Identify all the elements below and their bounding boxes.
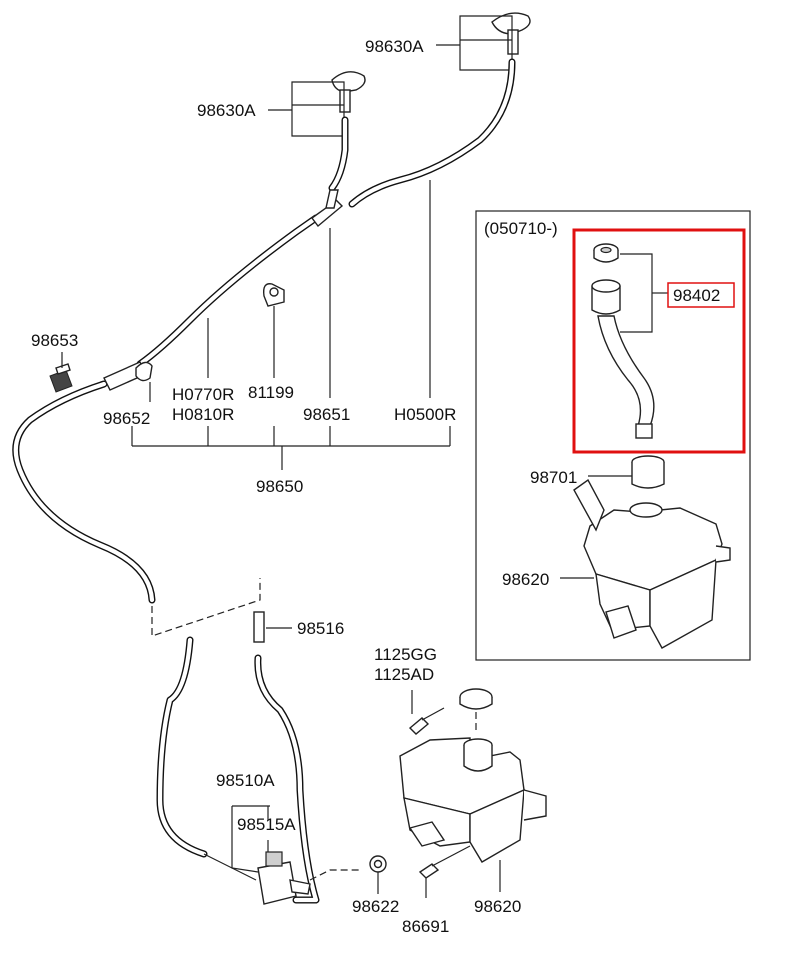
label-clip: 81199 [248, 383, 294, 402]
label-pump-seal: 98515A [237, 815, 296, 834]
inset-seal-part[interactable] [631, 455, 665, 489]
reservoir-cap-part[interactable] [459, 688, 493, 710]
label-nozzle-right: 98630A [365, 37, 424, 56]
check-valve-part[interactable] [103, 361, 153, 391]
label-inset-date: (050710-) [484, 219, 558, 238]
label-nozzle-left: 98630A [197, 101, 256, 120]
label-hose-assy: 98650 [256, 477, 303, 496]
grommet-part[interactable] [369, 855, 387, 873]
lower-hoses [156, 636, 320, 904]
screw-part[interactable] [418, 845, 471, 879]
joint-part[interactable] [253, 611, 265, 643]
label-reservoir-main: 98620 [474, 897, 521, 916]
label-hose-r2: H0810R [172, 405, 234, 424]
bolt-part[interactable] [408, 707, 445, 735]
y-joint[interactable] [311, 189, 344, 228]
label-screw: 86691 [402, 917, 449, 936]
label-valve: 98652 [103, 409, 150, 428]
reservoir-bracket-part[interactable] [408, 821, 446, 847]
highlight-frame [572, 228, 746, 454]
label-grommet: 98622 [352, 897, 399, 916]
label-connector: 98653 [31, 331, 78, 350]
filler-cap-part[interactable] [593, 243, 619, 263]
label-hose-r1: H0770R [172, 385, 234, 404]
label-filler-neck: 98402 [673, 286, 720, 305]
label-hose-long: H0500R [394, 405, 456, 424]
nozzle-left-part[interactable] [331, 71, 366, 113]
nozzle-right-part[interactable] [491, 12, 531, 55]
label-hose-mid: 98651 [303, 405, 350, 424]
label-bolt-b: 1125AD [374, 665, 434, 684]
filler-neck-label-box [667, 282, 735, 308]
upper-hoses [12, 58, 516, 604]
label-joint: 98516 [297, 619, 344, 638]
label-pump: 98510A [216, 771, 275, 790]
label-inset-reservoir: 98620 [502, 570, 549, 589]
clip-part[interactable] [262, 283, 285, 307]
filler-neck-part[interactable] [591, 279, 655, 439]
inset-reservoir-part[interactable] [573, 478, 731, 649]
washer-pump-part[interactable] [257, 851, 311, 905]
label-bolt-a: 1125GG [374, 645, 437, 664]
main-reservoir-part[interactable] [399, 737, 547, 863]
label-inset-seal: 98701 [530, 468, 577, 487]
inset-frame [475, 210, 751, 661]
connector-part[interactable] [49, 363, 73, 393]
